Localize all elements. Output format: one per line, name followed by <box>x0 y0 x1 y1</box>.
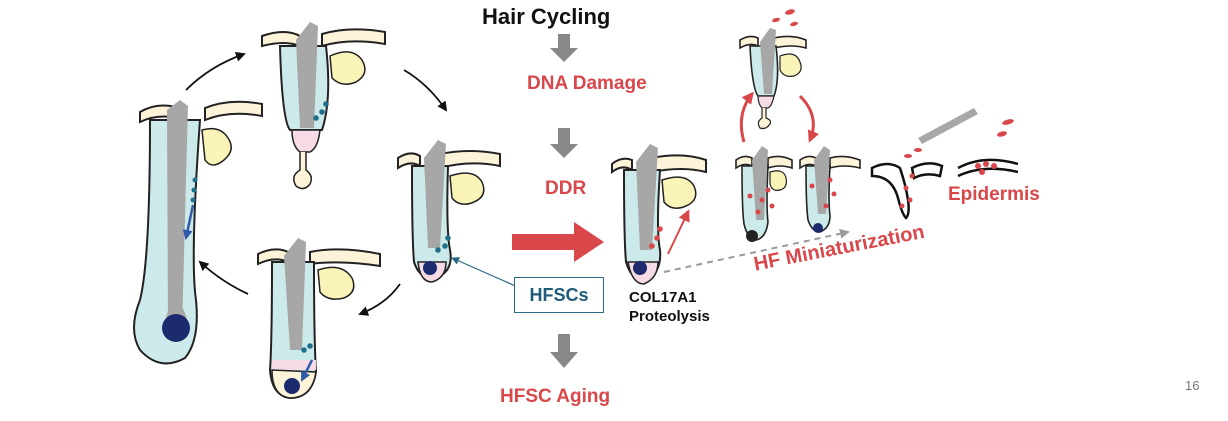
label-hfscs-box: HFSCs <box>514 277 604 313</box>
big-red-arrow <box>512 222 604 262</box>
label-hfsc-aging: HFSC Aging <box>500 386 611 407</box>
follicle-mini-1 <box>735 146 793 242</box>
follicle-catagen <box>261 22 386 190</box>
follicle-small-top <box>739 9 807 130</box>
flow-arrow-gray-2 <box>550 128 578 158</box>
diagram-title: Hair Cycling <box>482 4 611 29</box>
follicle-telogen <box>397 140 501 283</box>
follicle-anagen <box>133 100 263 365</box>
flow-arrow-gray-3 <box>550 334 578 368</box>
label-ddr: DDR <box>545 178 587 199</box>
follicle-mini-3 <box>870 162 944 220</box>
follicle-mini-2 <box>799 146 861 233</box>
follicle-epidermis-flat <box>957 158 1019 178</box>
follicle-early-anagen <box>257 238 381 400</box>
follicle-aged-large <box>611 144 707 285</box>
label-epidermis: Epidermis <box>948 184 1040 205</box>
label-dna-damage: DNA Damage <box>527 73 647 94</box>
page-number: 16 <box>1185 378 1200 393</box>
falling-hair-shaft <box>904 108 1014 158</box>
flow-arrow-gray-1 <box>550 34 578 62</box>
label-col17a1-proteolysis: COL17A1 Proteolysis <box>629 289 710 325</box>
